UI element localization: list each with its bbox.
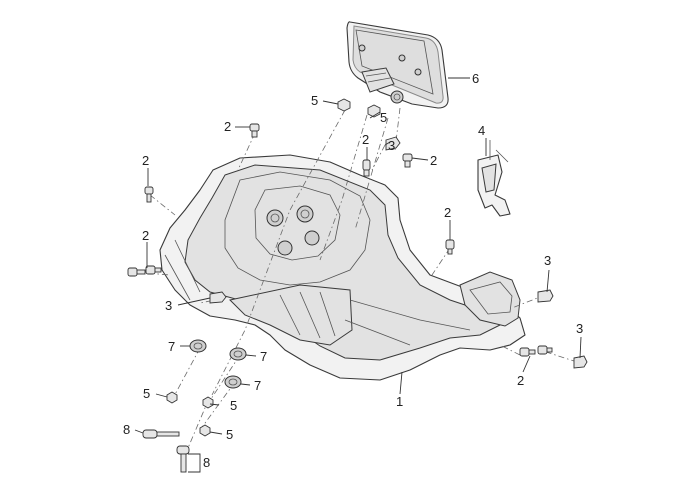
callout-8: 8 bbox=[203, 455, 210, 470]
callout-7: 7 bbox=[168, 339, 175, 354]
callout-5: 5 bbox=[311, 93, 318, 108]
callout-7: 7 bbox=[260, 349, 267, 364]
instrument-display-part bbox=[346, 21, 449, 109]
callout-8: 8 bbox=[123, 422, 130, 437]
callout-7: 7 bbox=[254, 378, 261, 393]
callout-2: 2 bbox=[517, 373, 524, 388]
callout-2: 2 bbox=[362, 132, 369, 147]
inner-cover-panel-part bbox=[159, 154, 526, 381]
callout-2: 2 bbox=[142, 228, 149, 243]
callout-2: 2 bbox=[224, 119, 231, 134]
callout-labels: 1 2 2 2 2 2 2 2 3 3 3 3 4 5 5 5 5 5 6 7 … bbox=[123, 71, 583, 470]
callout-3: 3 bbox=[576, 321, 583, 336]
callout-5: 5 bbox=[143, 386, 150, 401]
callout-6: 6 bbox=[472, 71, 479, 86]
callout-2: 2 bbox=[444, 205, 451, 220]
leader-lines bbox=[134, 77, 582, 473]
callout-4: 4 bbox=[478, 123, 485, 138]
callout-3: 3 bbox=[544, 253, 551, 268]
callout-5: 5 bbox=[380, 110, 387, 125]
callout-2: 2 bbox=[430, 153, 437, 168]
callout-3: 3 bbox=[165, 298, 172, 313]
assembly-lines bbox=[134, 107, 578, 456]
callout-3: 3 bbox=[388, 138, 395, 153]
callout-5: 5 bbox=[230, 398, 237, 413]
callout-1: 1 bbox=[396, 394, 403, 409]
bracket-part bbox=[477, 140, 511, 217]
callout-2: 2 bbox=[142, 153, 149, 168]
hardware-parts bbox=[127, 98, 588, 473]
callout-5: 5 bbox=[226, 427, 233, 442]
